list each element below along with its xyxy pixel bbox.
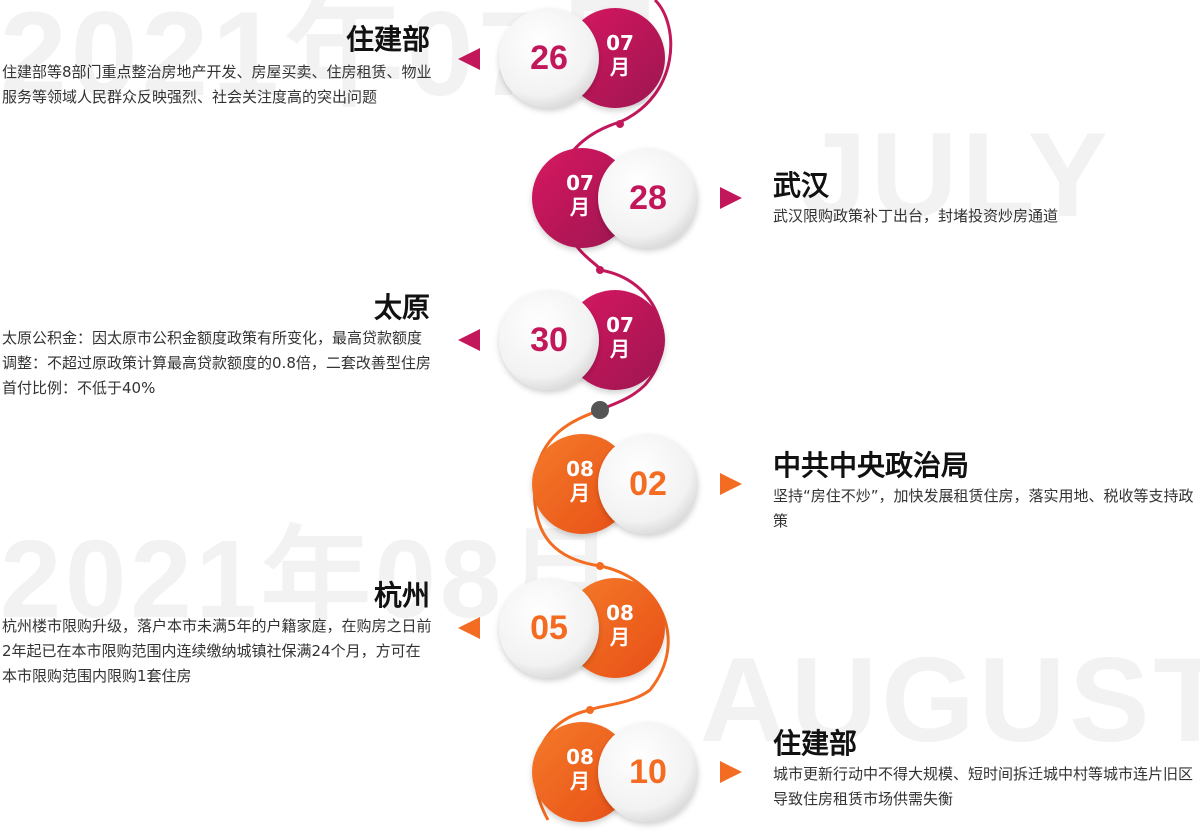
event-day: 26	[530, 39, 568, 77]
month-number: 07	[606, 313, 634, 337]
event-city-title: 住建部	[773, 727, 858, 760]
event-city-title: 杭州	[373, 579, 430, 612]
event-month: 07 月	[597, 31, 643, 79]
month-number: 08	[566, 457, 594, 481]
event-day: 30	[530, 321, 568, 359]
pointer-arrow-left	[458, 329, 480, 351]
event-node-6	[532, 722, 742, 822]
watermark-month-july: JULY	[800, 108, 1112, 242]
event-description: 杭州楼市限购升级，落户本市未满5年的户籍家庭，在购房之日前2年起已在本市限购范围…	[2, 617, 432, 685]
month-number: 08	[566, 745, 594, 769]
month-unit: 月	[610, 55, 630, 79]
event-node-1	[458, 8, 665, 108]
month-divider-dot	[591, 401, 609, 419]
pointer-arrow-left	[458, 48, 480, 70]
event-node-2	[532, 148, 742, 248]
event-day: 28	[629, 179, 667, 217]
line-dot	[596, 266, 604, 274]
event-month: 08 月	[557, 745, 603, 793]
event-node-5	[458, 578, 665, 678]
month-unit: 月	[570, 195, 590, 219]
month-unit: 月	[570, 481, 590, 505]
event-description: 太原公积金：因太原市公积金额度政策有所变化，最高贷款额度调整：不超过原政策计算最…	[2, 329, 431, 397]
pointer-arrow-right	[720, 761, 742, 783]
event-day: 05	[530, 609, 568, 647]
event-day: 02	[629, 465, 667, 503]
line-dot	[586, 706, 594, 714]
event-city-title: 住建部	[345, 23, 430, 56]
month-unit: 月	[570, 769, 590, 793]
event-day: 10	[629, 753, 667, 791]
month-unit: 月	[610, 337, 630, 361]
event-month: 07 月	[597, 313, 643, 361]
event-month: 07 月	[557, 171, 603, 219]
event-description: 武汉限购政策补丁出台，封堵投资炒房通道	[773, 207, 1059, 225]
pointer-arrow-right	[720, 473, 742, 495]
event-city-title: 中共中央政治局	[773, 449, 970, 482]
line-dot	[616, 120, 624, 128]
event-node-3	[458, 290, 665, 390]
month-number: 07	[566, 171, 594, 195]
event-node-4	[532, 434, 742, 534]
event-city-title: 武汉	[773, 169, 830, 202]
event-description: 城市更新行动中不得大规模、短时间拆迁城中村等城市连片旧区导致住房租赁市场供需失衡	[773, 765, 1194, 808]
event-month: 08 月	[557, 457, 603, 505]
month-unit: 月	[610, 625, 630, 649]
pointer-arrow-left	[458, 617, 480, 639]
watermark-month-august: AUGUST	[700, 633, 1200, 767]
event-description: 坚持“房住不炒”，加快发展租赁住房，落实用地、税收等支持政策	[773, 487, 1194, 530]
event-city-title: 太原	[373, 291, 430, 324]
event-description: 住建部等8部门重点整治房地产开发、房屋买卖、住房租赁、物业服务等领域人民群众反映…	[2, 63, 432, 106]
month-number: 07	[606, 31, 634, 55]
event-month: 08 月	[597, 601, 643, 649]
pointer-arrow-right	[720, 187, 742, 209]
month-number: 08	[606, 601, 634, 625]
line-dot	[596, 562, 604, 570]
